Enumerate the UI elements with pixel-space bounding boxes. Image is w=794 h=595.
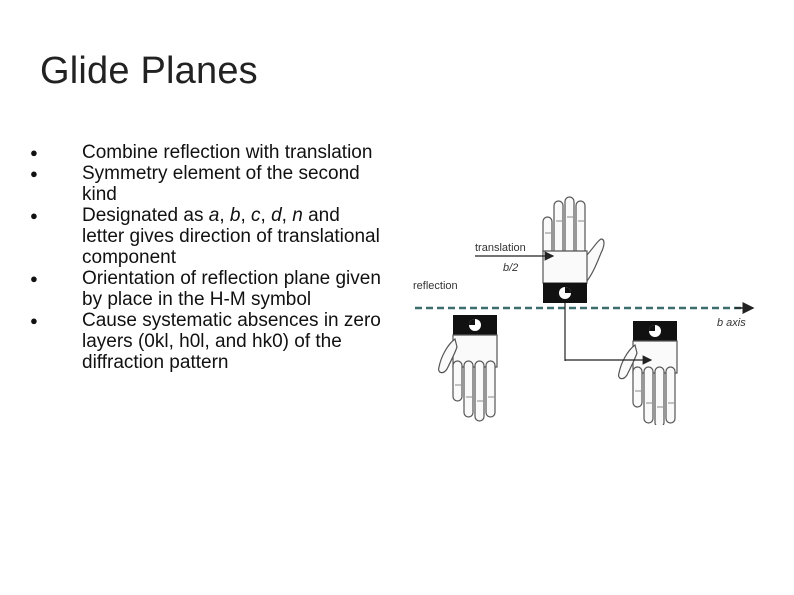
bullet-dot-icon: ● [30, 145, 38, 160]
bullet-dot-icon: ● [30, 313, 38, 328]
slide-title: Glide Planes [40, 50, 258, 92]
bullet-dot-icon: ● [30, 208, 38, 223]
letter-d: d [271, 205, 282, 226]
upper-hand-icon [542, 196, 605, 304]
bullet-text: Orientation of reflection plane given by… [82, 268, 381, 310]
bullet-text: Cause systematic absences in zero layers… [82, 310, 381, 373]
letter-n: n [292, 205, 303, 226]
translation-label: translation [475, 242, 526, 254]
bullet-item: ● Symmetry element of the second kind [30, 163, 385, 205]
bullet-list: ● Combine reflection with translation ● Sy… [30, 142, 385, 373]
bullet-text-post: and letter gives direction of translatio… [82, 205, 380, 268]
b-axis-label: b axis [717, 317, 746, 329]
diagram-svg: translation b/2 reflection b axis [413, 196, 755, 425]
letter-a: a [208, 205, 220, 226]
bullet-dot-icon: ● [30, 271, 38, 286]
glide-plane-diagram: translation b/2 reflection b axis [405, 185, 775, 425]
bullet-item: ● Combine reflection with translation [30, 142, 385, 163]
bullet-dot-icon: ● [30, 166, 38, 181]
reflection-label: reflection [413, 280, 458, 292]
bullet-text: Combine reflection with translation [82, 142, 373, 163]
lower-left-hand-icon [438, 314, 498, 422]
bullet-text: Symmetry element of the second kind [82, 163, 360, 205]
bullet-item: ●Designated as a, b, c, d, n and letter … [30, 205, 380, 268]
lower-right-hand-icon [618, 320, 678, 425]
letter-b: b [229, 205, 241, 226]
bullet-text-pre: Designated as [82, 205, 209, 226]
half-b-label: b/2 [503, 262, 518, 274]
letter-c: c [251, 205, 261, 226]
bullet-item: ● Cause systematic absences in zero layer… [30, 310, 385, 373]
bullet-item: ● Orientation of reflection plane given b… [30, 268, 385, 310]
